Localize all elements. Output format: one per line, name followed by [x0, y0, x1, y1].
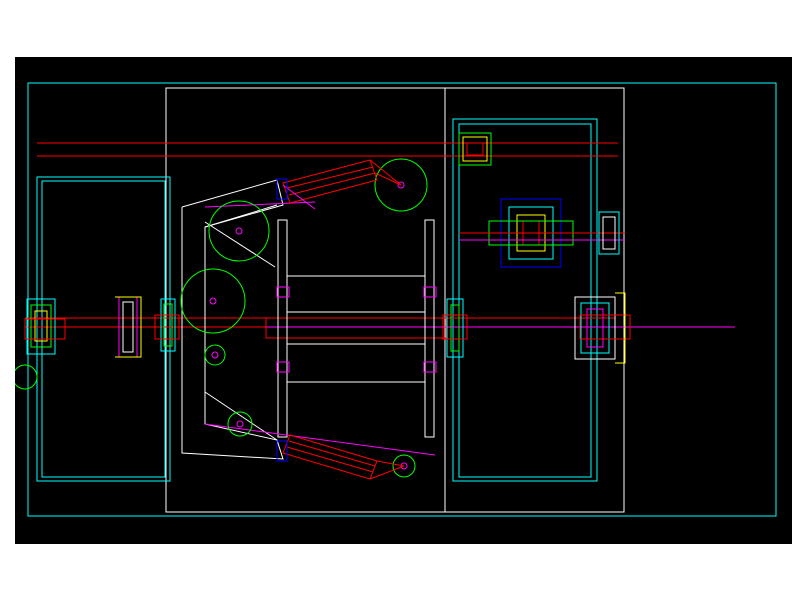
- pulleys: [15, 158, 428, 478]
- spool-drum: [276, 219, 437, 438]
- cad-drawing-viewport[interactable]: [15, 57, 792, 544]
- main-shaft: [25, 317, 735, 339]
- left-side-frame: [36, 176, 171, 482]
- cad-drawing: [15, 82, 777, 517]
- right-side-frame: [452, 118, 598, 482]
- lower-cylinder: [276, 434, 405, 480]
- upper-cylinder: [276, 159, 402, 210]
- gearbox-assembly: [458, 132, 625, 268]
- guide-frame: [181, 179, 436, 460]
- right-bearing-assembly: [574, 292, 631, 364]
- center-bearing: [442, 298, 468, 358]
- top-rails: [37, 142, 618, 157]
- left-bearing-assembly: [24, 296, 180, 358]
- center-frame: [165, 87, 625, 513]
